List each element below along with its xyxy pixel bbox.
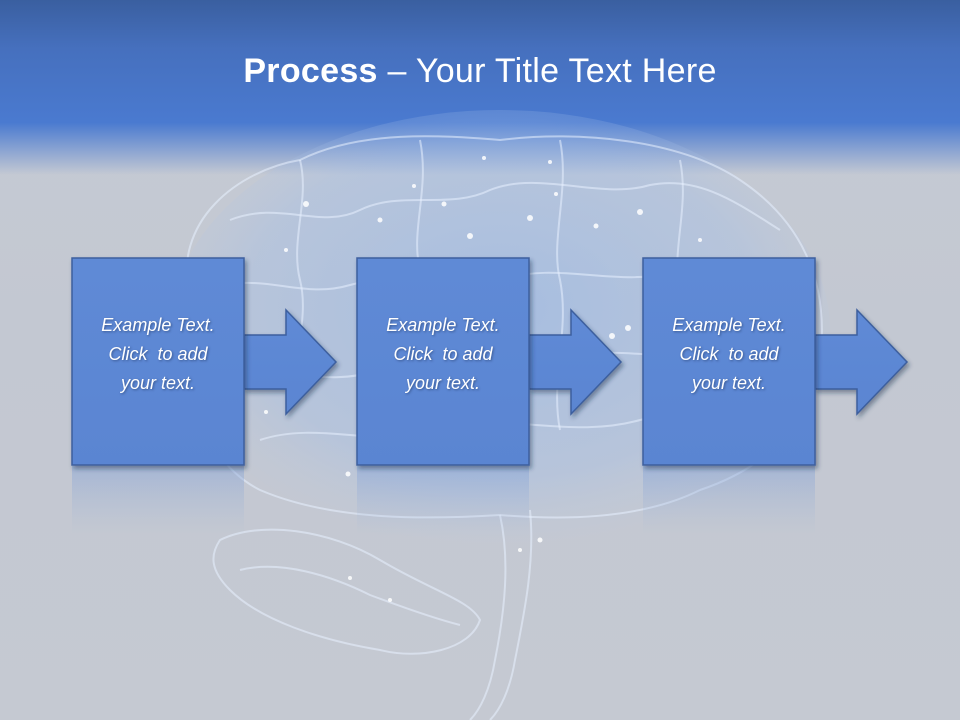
step-2-reflection — [357, 466, 529, 536]
step-3-reflection — [643, 466, 815, 536]
title-rest-part: – Your Title Text Here — [377, 52, 717, 90]
step-text-line: Example Text. — [672, 315, 786, 335]
step-text-line: your text. — [120, 373, 196, 393]
step-1-text[interactable]: Example Text. Click to add your text. — [72, 311, 244, 398]
step-1-reflection — [72, 466, 244, 536]
step-1-arrow-icon[interactable] — [243, 308, 338, 416]
step-text-line: Click to add — [108, 344, 208, 364]
step-3-text[interactable]: Example Text. Click to add your text. — [643, 311, 815, 398]
step-2-text[interactable]: Example Text. Click to add your text. — [357, 311, 529, 398]
step-text-line: your text. — [405, 373, 481, 393]
step-text-line: Example Text. — [386, 315, 500, 335]
step-text-line: Click to add — [679, 344, 779, 364]
title-bold-part: Process — [243, 52, 378, 90]
step-2-arrow-icon[interactable] — [528, 308, 623, 416]
step-text-line: Example Text. — [101, 315, 215, 335]
step-1-box[interactable] — [71, 257, 245, 466]
step-text-line: your text. — [691, 373, 767, 393]
slide-title[interactable]: Process – Your Title Text Here — [0, 52, 960, 91]
step-2-box[interactable] — [356, 257, 530, 466]
step-3-arrow-icon[interactable] — [814, 308, 909, 416]
step-text-line: Click to add — [393, 344, 493, 364]
step-3-box[interactable] — [642, 257, 816, 466]
